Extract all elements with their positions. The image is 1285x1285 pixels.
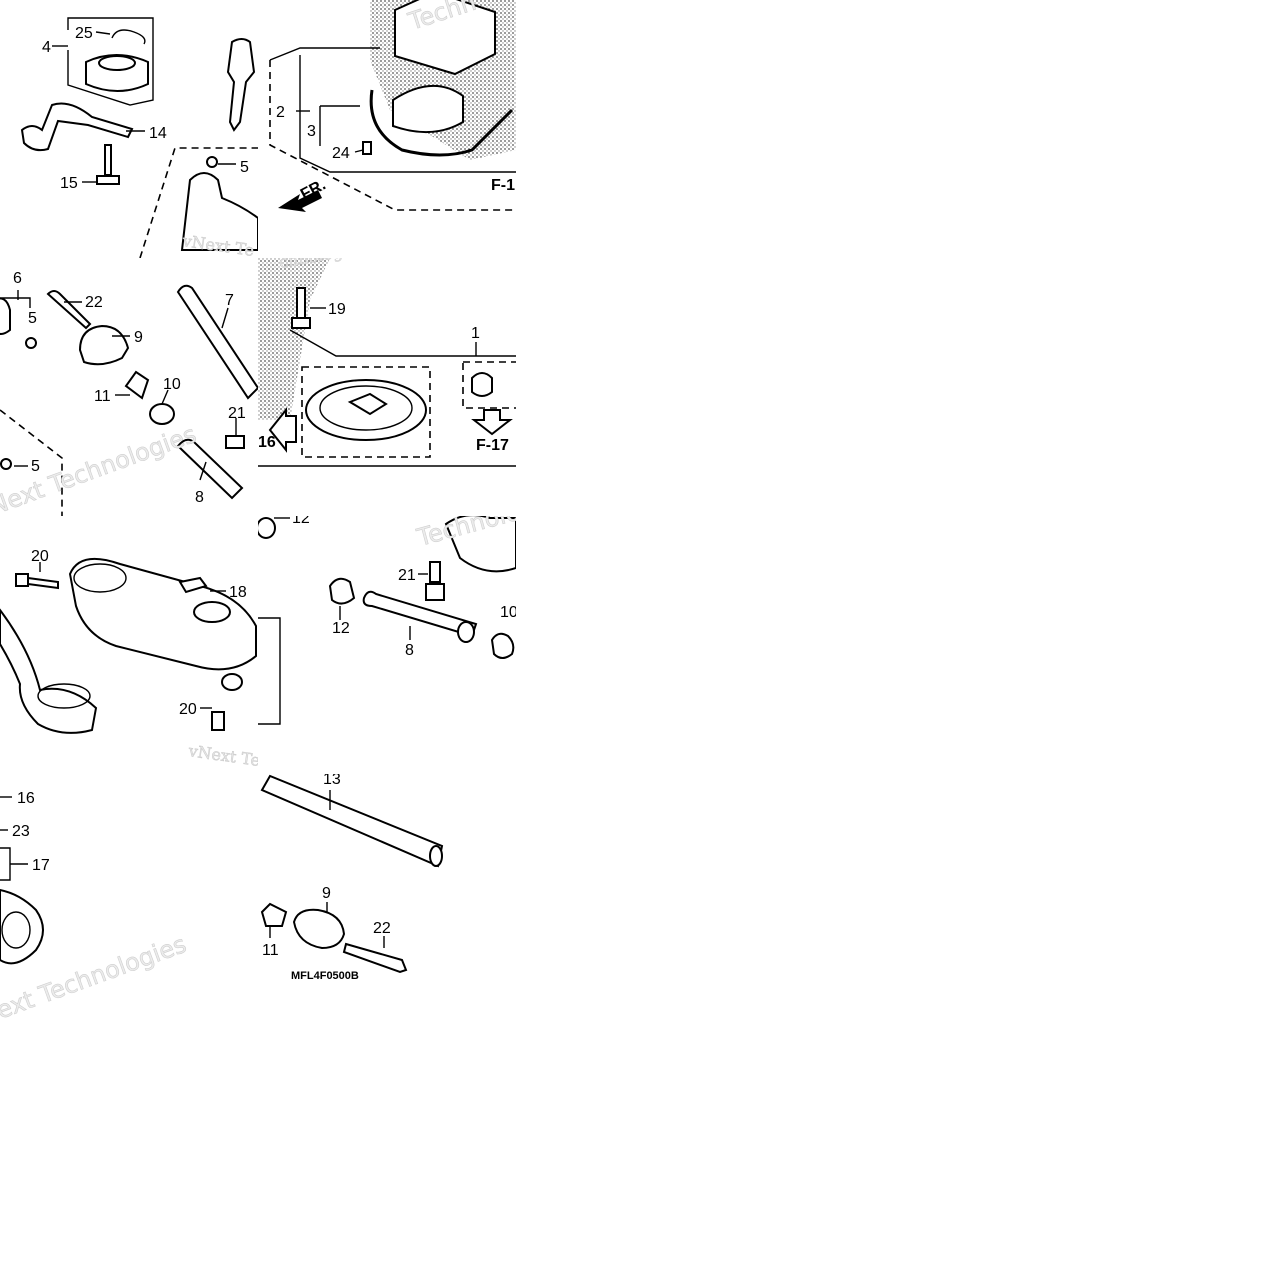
fork-clamp [0, 608, 98, 734]
bolt-20-a [15, 573, 59, 590]
label-6: 6 [13, 270, 22, 287]
label-22-b: 22 [373, 920, 391, 937]
ignition-unit-part [394, 0, 496, 76]
rod-7 [176, 284, 258, 400]
bracket-part [20, 102, 134, 152]
tile-pivot-shaft: 12 21 12 8 10 Technologies [258, 510, 518, 725]
front-arrow [278, 190, 322, 212]
label-17: 17 [32, 857, 50, 874]
ignition-switch-part [180, 172, 258, 251]
weight-9 [78, 324, 130, 366]
watermark-3: vNext Technologies [0, 420, 200, 526]
tile-lower-clamp: 16 23 17 vNext Technologies [0, 790, 190, 1032]
snap-ring [111, 29, 146, 45]
ref-f17: F-17 [476, 437, 509, 454]
bolt-20-b [211, 711, 225, 731]
label-12-b: 12 [332, 620, 350, 637]
collar-11 [124, 370, 150, 400]
label-16: 16 [17, 790, 35, 807]
collar-10-b [490, 632, 515, 659]
bolt-21-b [425, 561, 445, 601]
bridge-part-b [444, 516, 516, 573]
label-14: 14 [149, 125, 167, 142]
ref-arrow-17 [471, 409, 513, 436]
tile-bar-weight: 6 22 7 5 9 10 11 21 8 5 vNext Technologi… [0, 270, 258, 526]
key-part [226, 38, 256, 132]
ref-arrow-16 [268, 407, 297, 453]
label-21-a: 21 [228, 405, 246, 422]
label-22-a: 22 [85, 294, 103, 311]
diagram-code: MFL4F0500B [291, 970, 359, 982]
ref-f16: 16 [258, 434, 276, 451]
label-25: 25 [75, 25, 93, 42]
ref-f1: F-1 [491, 177, 515, 194]
label-9-a: 9 [134, 329, 143, 346]
watermark-5: vNext Tec [186, 741, 270, 771]
top-bridge-part [68, 557, 257, 671]
lock-cylinder [471, 372, 493, 397]
tile-handlebar: 13 9 11 22 MFL4F0500B [260, 771, 444, 982]
label-4: 4 [42, 39, 51, 56]
collar-11-b [260, 902, 288, 927]
handle-grip-part [0, 888, 44, 965]
label-2: 2 [276, 104, 285, 121]
collar-12-a [258, 517, 276, 539]
label-7: 7 [225, 292, 234, 309]
shaft-8 [176, 438, 244, 500]
label-5-mid: 5 [28, 310, 37, 327]
label-10-a: 10 [163, 376, 181, 393]
screw-22 [46, 290, 92, 330]
label-10-b: 10 [500, 604, 518, 621]
bolt-15 [96, 144, 120, 185]
label-21-b: 21 [398, 567, 416, 584]
label-11-a: 11 [94, 388, 111, 405]
tile-ignition-cover: 4 25 14 15 5 vNext Te [20, 17, 258, 258]
tile-immobilizer: FR. 2 3 24 F-1 Techn [269, 0, 516, 212]
tile-fuel-cap: 19 1 16 F-17 chnologies [258, 258, 516, 467]
label-19: 19 [328, 301, 346, 318]
tile-top-bridge: 20 18 20 vNext Tec [0, 548, 270, 771]
wire-harness [369, 89, 514, 157]
label-18: 18 [229, 584, 247, 601]
collar-12-b [328, 577, 356, 605]
screw-22-b [342, 942, 408, 974]
screw-24 [362, 141, 372, 155]
label-20-b: 20 [179, 701, 197, 718]
label-12-a: 12 [292, 510, 310, 527]
label-24: 24 [332, 145, 350, 162]
label-15: 15 [60, 175, 78, 192]
label-13: 13 [323, 771, 341, 788]
label-8-b: 8 [405, 642, 414, 659]
label-5-top: 5 [240, 159, 249, 176]
label-1: 1 [471, 325, 480, 342]
label-20-a: 20 [31, 548, 49, 565]
label-9-b: 9 [322, 885, 331, 902]
collar-10 [149, 403, 175, 425]
weight-9-b [292, 908, 346, 950]
bolt-21 [225, 435, 245, 449]
label-8-a: 8 [195, 489, 204, 506]
label-5-low: 5 [31, 458, 40, 475]
bolt-19 [291, 287, 311, 329]
label-3: 3 [307, 123, 316, 140]
label-11-b: 11 [262, 942, 279, 959]
handlebar-pipe [260, 774, 444, 868]
label-23: 23 [12, 823, 30, 840]
